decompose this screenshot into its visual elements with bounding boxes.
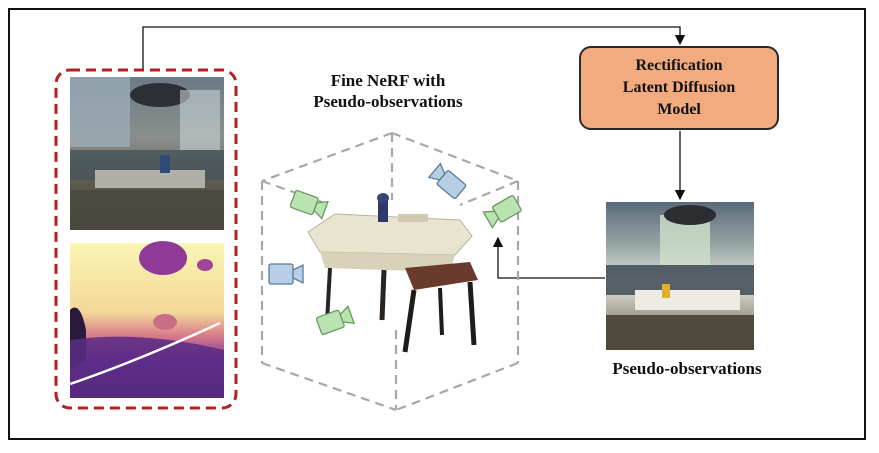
rectification-ldm-box: Rectification Latent Diffusion Model: [579, 46, 779, 130]
fine-nerf-title-line1: Fine NeRF with: [330, 71, 446, 90]
coarse-depth-map: [69, 241, 224, 398]
coarse-nerf-dashed-box: [54, 68, 238, 410]
rld-line3: Model: [657, 101, 701, 118]
feedback-arrow: [142, 26, 686, 70]
rld-line1: Rectification: [635, 57, 723, 74]
camera-icon-green-bottom: [315, 305, 356, 336]
pseudo-observations-label: Pseudo-observations: [612, 359, 762, 378]
camera-icon-green-left: [289, 189, 329, 220]
fine-nerf-title: Fine NeRF with Pseudo-observations: [268, 70, 508, 112]
pseudo-observation-image: [606, 202, 754, 350]
image-to-nerf-arrow: [492, 236, 605, 279]
fine-nerf-title-line2: Pseudo-observations: [313, 92, 463, 111]
camera-icon-blue-top: [427, 162, 467, 200]
rld-line2: Latent Diffusion: [622, 79, 736, 96]
coarse-rgb-render: [70, 77, 224, 230]
camera-icon-green-right: [482, 195, 522, 229]
camera-icon-blue-left: [268, 263, 304, 285]
scene-table-object: [307, 193, 478, 353]
